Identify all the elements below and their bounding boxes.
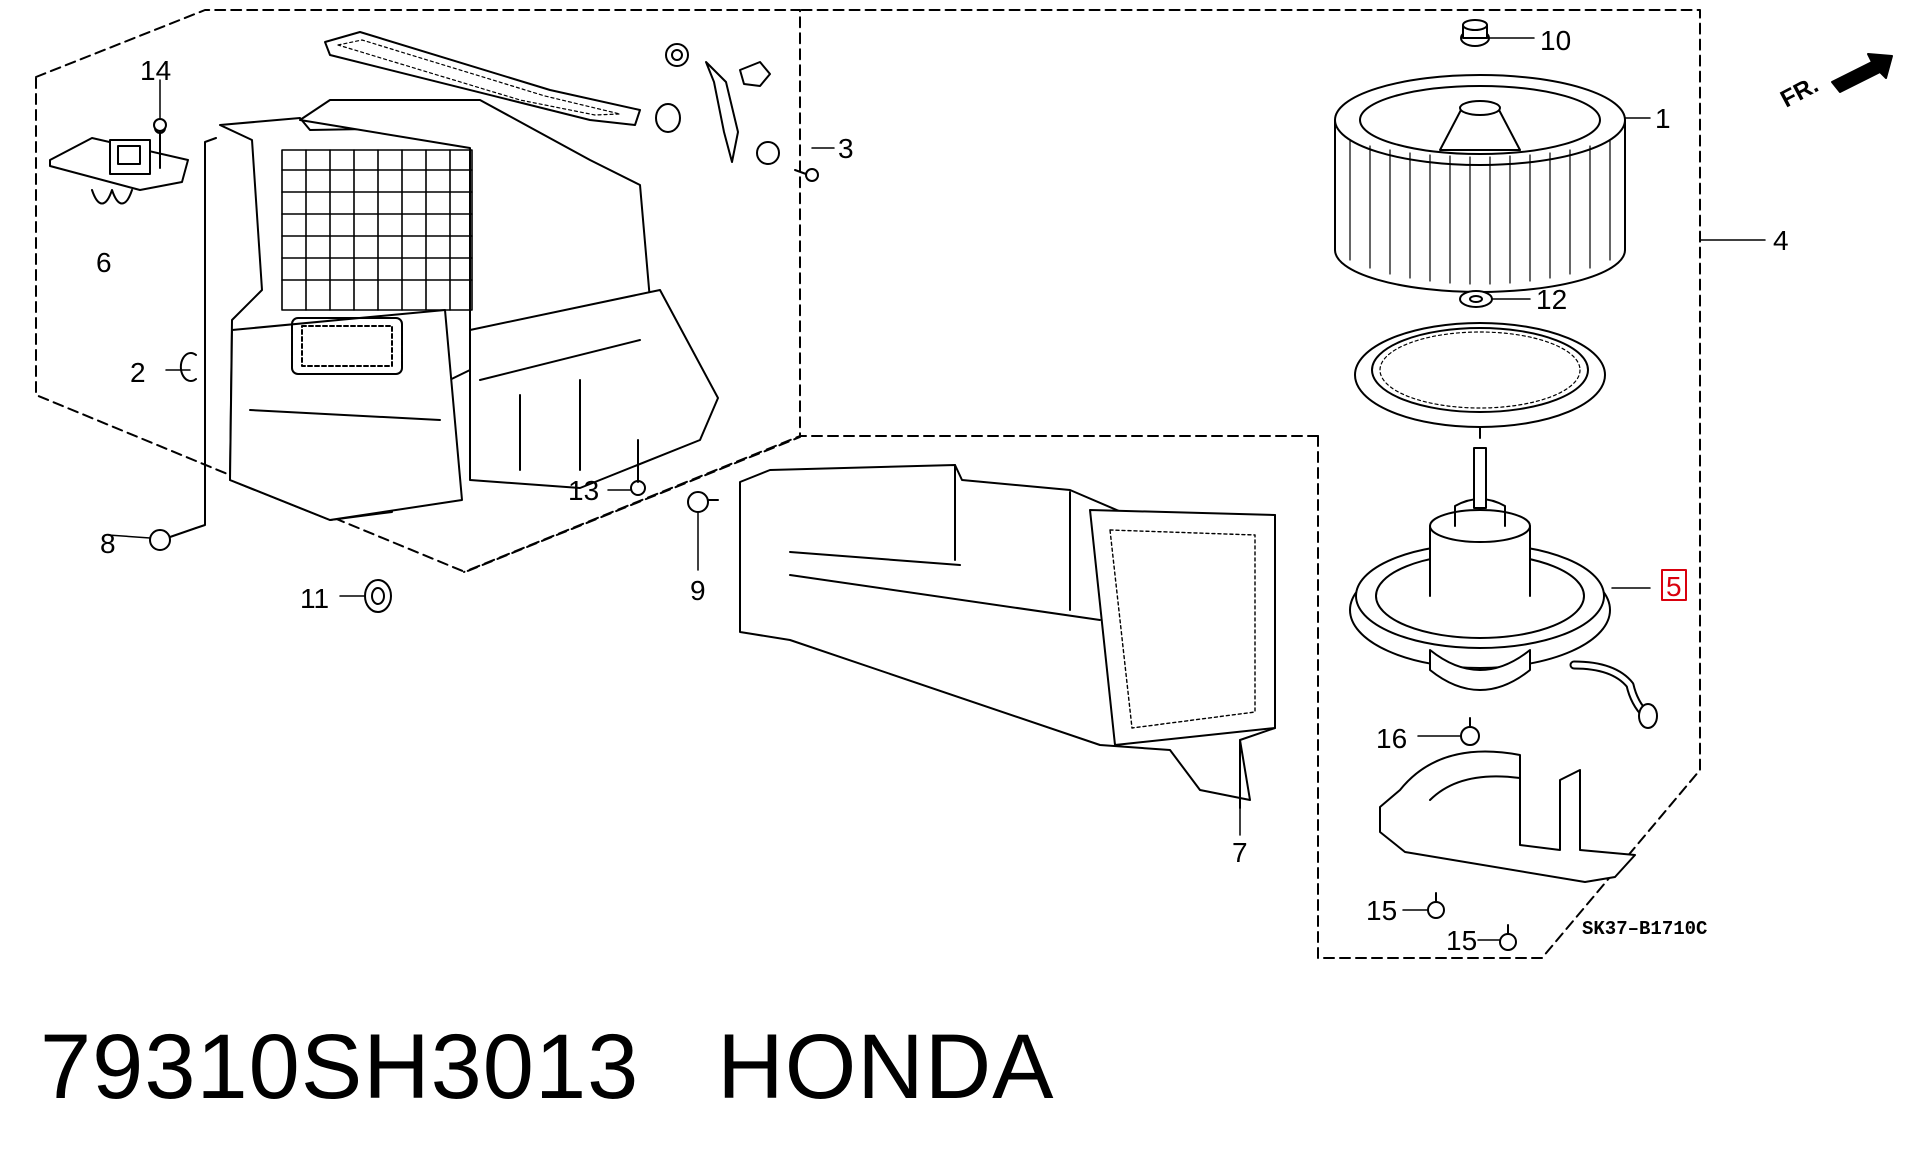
screw-part-9 — [687, 491, 719, 513]
callout-2: 2 — [130, 357, 146, 388]
screw-part-14 — [153, 118, 167, 141]
leader-lines — [107, 37, 1766, 941]
screw-part-16 — [1460, 717, 1480, 746]
nut-part-11 — [364, 579, 392, 613]
callout-6: 6 — [96, 247, 112, 278]
heater-unit-housing — [219, 99, 719, 521]
callout-12: 12 — [1536, 284, 1567, 315]
part-number: 79310SH3013 — [40, 1016, 640, 1118]
callout-9: 9 — [690, 575, 706, 606]
callout-4: 4 — [1773, 225, 1789, 256]
group-outline-right — [463, 435, 1319, 573]
bolt-part-8 — [149, 137, 217, 551]
highlight-box-part-5 — [1661, 569, 1687, 601]
front-arrow-icon — [1831, 53, 1893, 93]
reference-code: SK37–B1710C — [1582, 918, 1707, 940]
callout-8: 8 — [100, 528, 116, 559]
callout-11: 11 — [300, 583, 329, 614]
screw-part-15 — [1427, 892, 1517, 951]
callout-1: 1 — [1655, 103, 1671, 134]
part-caption: 79310SH3013 HONDA — [40, 1015, 1055, 1120]
callout-14: 14 — [140, 55, 171, 86]
washer-part-12 — [1459, 290, 1493, 308]
seal-ring — [1354, 322, 1606, 439]
brand-name: HONDA — [717, 1016, 1055, 1118]
callout-13: 13 — [568, 475, 599, 506]
callout-5: 5 — [1666, 571, 1682, 602]
callout-7: 7 — [1232, 837, 1248, 868]
seal-gasket — [324, 31, 641, 126]
callout-10: 10 — [1540, 25, 1571, 56]
motor-cover — [1379, 750, 1636, 883]
callout-15a: 15 — [1366, 895, 1397, 926]
group-outline-blower — [799, 9, 1701, 959]
nut-part-10 — [1460, 19, 1490, 47]
clip-part-2 — [179, 352, 197, 382]
callout-labels: 1 2 3 4 5 6 7 8 9 10 11 12 13 14 15 15 1… — [96, 25, 1823, 956]
linkage-part-3 — [655, 43, 819, 182]
screw-part-13 — [630, 439, 646, 496]
resistor-part-6 — [49, 122, 189, 205]
callout-3: 3 — [838, 133, 854, 164]
fan-wheel-part-1 — [1334, 74, 1626, 293]
front-direction-label: FR. — [1776, 71, 1823, 113]
duct-part-7 — [739, 464, 1276, 809]
callout-15b: 15 — [1446, 925, 1477, 956]
blower-motor-part-5 — [1349, 447, 1658, 729]
callout-16: 16 — [1376, 723, 1407, 754]
